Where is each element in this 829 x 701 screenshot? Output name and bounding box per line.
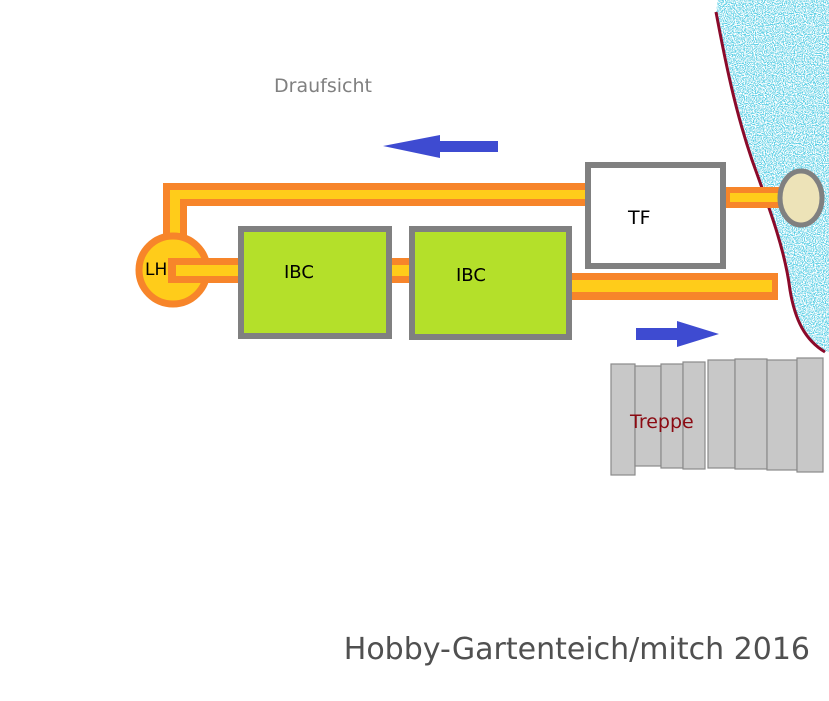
ibc-1-label: IBC: [284, 262, 314, 283]
lh-label: LH: [145, 260, 167, 280]
ibc-2-label: IBC: [456, 265, 486, 286]
ibc-tank-2: [409, 226, 572, 340]
ibc-tank-1: [238, 226, 392, 339]
skimmer-intake: [777, 168, 825, 228]
stairs: [610, 357, 824, 476]
footer-credit: Hobby-Gartenteich/mitch 2016: [344, 632, 810, 667]
tf-box: [585, 162, 726, 269]
flow-arrow-left-icon: [383, 135, 498, 158]
treppe-label: Treppe: [629, 411, 694, 433]
top-view-title: Draufsicht: [274, 75, 372, 97]
return-pipe: [163, 183, 587, 273]
flow-arrow-right-icon: [636, 321, 719, 347]
tf-label: TF: [627, 207, 651, 229]
pond-inlet-pipe: [724, 187, 784, 208]
